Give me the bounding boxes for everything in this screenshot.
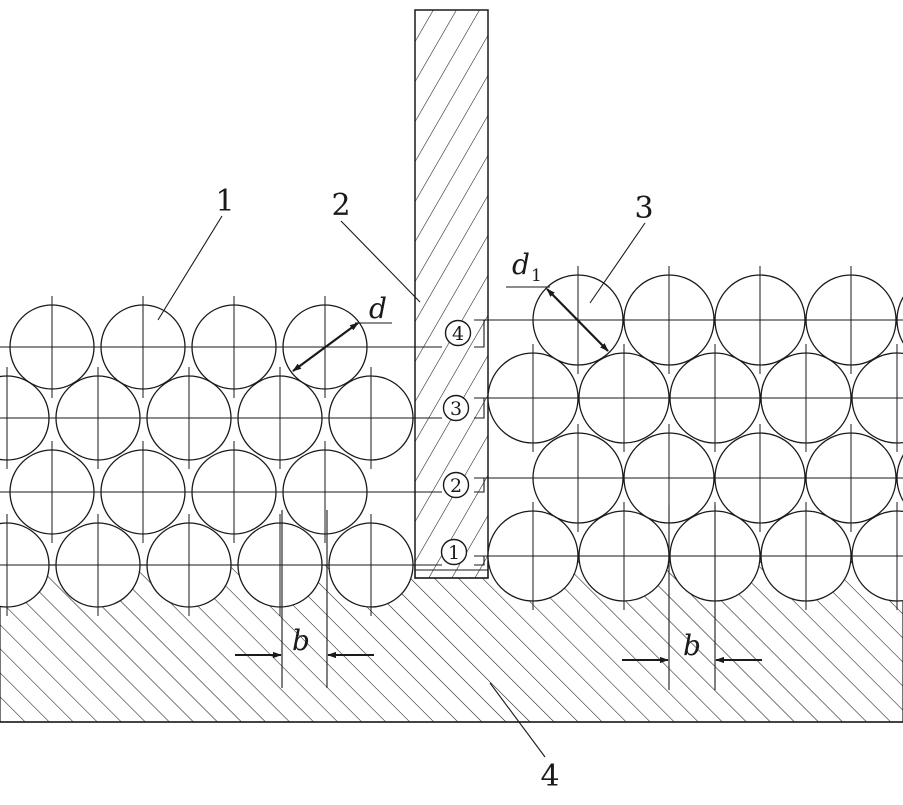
layer-marker-3: 3 xyxy=(442,394,470,422)
right-diameter-label: d1 xyxy=(512,248,542,286)
divider-wall xyxy=(414,9,489,579)
layer-marker-1: 1 xyxy=(440,538,468,566)
callout-1-label: 1 xyxy=(215,184,234,219)
left-spacing-label: b xyxy=(292,624,310,657)
callout-2-label: 2 xyxy=(331,188,350,223)
layer-marker-1-label: 1 xyxy=(448,542,460,564)
callout-3: 3 xyxy=(589,191,654,304)
callout-1: 1 xyxy=(157,184,235,321)
callout-3-label: 3 xyxy=(634,191,653,226)
layer-marker-4: 4 xyxy=(444,319,472,347)
layer-marker-2: 2 xyxy=(442,471,470,499)
left-spacing-dimension: b xyxy=(235,510,374,688)
right-wire-pack xyxy=(479,266,903,610)
layer-marker-2-label: 2 xyxy=(450,475,462,497)
layer-marker-3-label: 3 xyxy=(450,398,462,420)
base-block xyxy=(0,561,903,723)
right-spacing-dimension: b xyxy=(622,505,762,690)
callout-4-label: 4 xyxy=(540,759,559,794)
right-diameter-dimension: d1 xyxy=(506,248,609,352)
callout-2: 2 xyxy=(331,188,421,303)
callout-4: 4 xyxy=(489,682,560,794)
right-spacing-label: b xyxy=(683,629,701,662)
layer-marker-4-label: 4 xyxy=(452,323,464,345)
layer-lines xyxy=(0,319,903,566)
left-wire-pack xyxy=(0,296,422,616)
left-diameter-label: d xyxy=(369,292,387,325)
left-diameter-dimension: d xyxy=(292,292,392,372)
